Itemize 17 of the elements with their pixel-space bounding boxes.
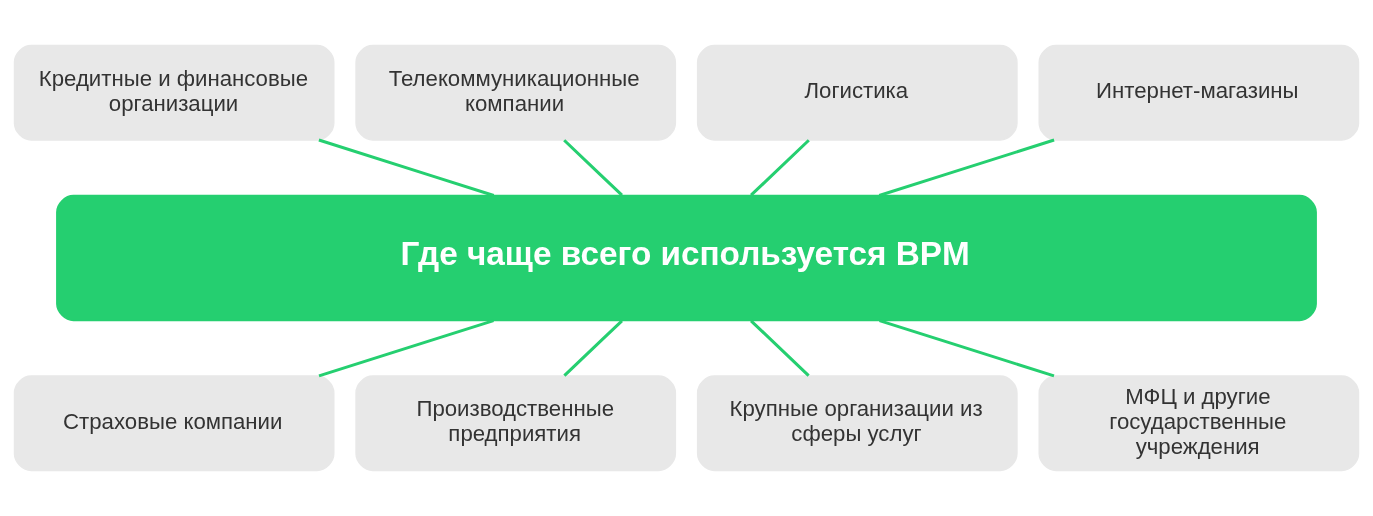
node-box: Производственные предприятия	[355, 375, 677, 472]
connector	[878, 138, 1055, 197]
node-box: МФЦ и другие государственные учреждения	[1038, 375, 1360, 472]
node-box: Кредитные и финансовые организации	[13, 44, 335, 141]
connector	[879, 319, 1055, 378]
node-box: Интернет-магазины	[1038, 44, 1360, 141]
connector	[318, 319, 494, 378]
connector	[750, 139, 810, 197]
node-box: Логистика	[696, 44, 1018, 141]
node-box: Где чаще всего используется BPM	[56, 194, 1317, 322]
connector	[750, 319, 810, 377]
connector	[563, 319, 623, 377]
node-box: Телекоммуникационные компании	[355, 44, 677, 141]
node-box: Крупные организации из сферы услуг	[696, 375, 1018, 472]
connector	[318, 138, 495, 197]
node-box: Страховые компании	[13, 375, 335, 472]
connector	[563, 139, 623, 197]
